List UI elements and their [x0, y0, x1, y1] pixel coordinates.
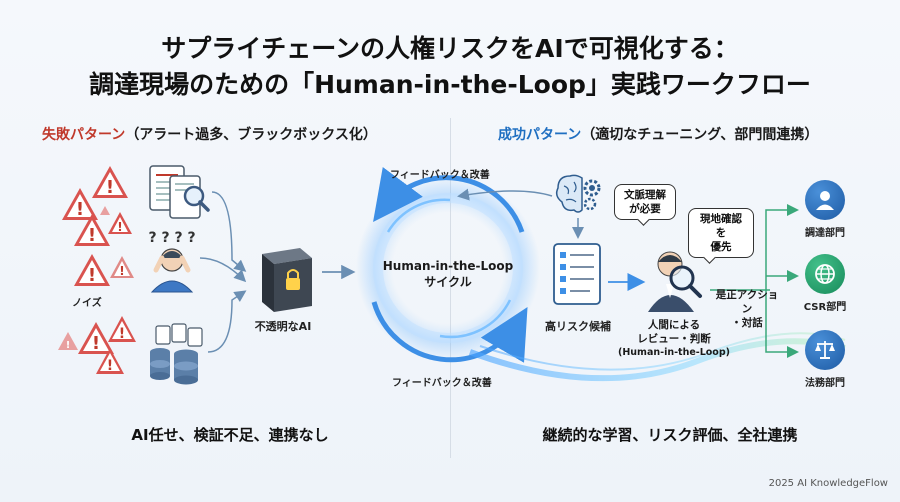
question-marks-text: ? ? ? ? — [148, 230, 195, 246]
person-icon — [805, 180, 845, 220]
dept-procurement: 調達部門 — [800, 180, 850, 239]
success-summary: 継続的な学習、リスク評価、全社連携 — [542, 426, 798, 444]
bubble-context-line-2: が必要 — [629, 203, 661, 215]
title-line-2: 調達現場のための「Human-in-the-Loop」実践ワークフロー — [89, 70, 811, 99]
opaque-ai-box-icon — [262, 248, 312, 312]
globe-icon — [805, 254, 845, 294]
bubble-site-visit: 現地確認を 優先 — [688, 208, 754, 258]
svg-text:!: ! — [107, 358, 113, 374]
opaque-ai-label: 不透明なAI — [254, 320, 312, 333]
review-line-2: レビュー・判断 — [637, 333, 711, 345]
cycle-line-1: Human-in-the-Loop — [382, 259, 514, 273]
svg-text:!: ! — [117, 220, 122, 234]
action-line-2: ・対話 — [731, 317, 763, 329]
dept-legal: 法務部門 — [800, 330, 850, 389]
confused-person-icon: ? ? ? ? — [148, 230, 196, 293]
bubble-site-line-2: 優先 — [710, 241, 732, 253]
svg-text:!: ! — [119, 264, 124, 278]
review-line-1: 人間による — [647, 319, 701, 331]
svg-text:!: ! — [76, 199, 84, 220]
svg-text:!: ! — [92, 333, 100, 354]
dept-csr: CSR部門 — [800, 254, 850, 313]
svg-text:!: ! — [106, 177, 114, 198]
feedback-bottom-label: フィードバック＆改善 — [392, 378, 492, 389]
footer-credit: 2025 AI KnowledgeFlow — [768, 478, 888, 489]
review-label: 人間による レビュー・判断 (Human-in-the-Loop) — [614, 318, 734, 360]
fail-heading-rest: （アラート過多、ブラックボックス化） — [125, 127, 377, 143]
feedback-top-label: フィードバック＆改善 — [390, 170, 490, 181]
svg-text:!: ! — [66, 340, 71, 351]
svg-text:!: ! — [119, 326, 125, 342]
cycle-arrow-bottom — [371, 301, 528, 363]
corrective-action-label: 是正アクション ・対話 — [712, 288, 782, 330]
title-line-1: サプライチェーンの人権リスクをAIで可視化する： — [161, 34, 739, 63]
database-documents-icon — [150, 323, 203, 385]
fail-heading-key: 失敗パターン — [42, 127, 126, 143]
cycle-line-2: サイクル — [424, 275, 472, 289]
svg-text:!: ! — [88, 265, 96, 286]
flow-swoosh — [468, 338, 846, 382]
human-reviewer-icon — [648, 251, 702, 312]
action-line-1: 是正アクション — [715, 289, 779, 315]
noise-label: ノイズ — [72, 298, 102, 309]
review-line-3: (Human-in-the-Loop) — [618, 347, 730, 358]
fail-summary: AI任せ、検証不足、連携なし — [131, 426, 329, 444]
warning-triangles-icon: ! ! ! ! ! ! ! ! ! ! — [58, 166, 136, 374]
cycle-center-label: Human-in-the-Loop サイクル — [378, 258, 518, 290]
risk-checklist-icon — [553, 243, 601, 305]
scales-icon — [805, 330, 845, 370]
svg-text:!: ! — [88, 225, 96, 246]
bubble-context-line-1: 文脈理解 — [624, 189, 666, 201]
high-risk-label: 高リスク候補 — [545, 320, 611, 333]
fail-heading: 失敗パターン（アラート過多、ブラックボックス化） — [42, 124, 377, 144]
success-heading-rest: （適切なチューニング、部門間連携） — [581, 127, 819, 143]
dept-legal-label: 法務部門 — [805, 378, 845, 389]
bubble-context-needed: 文脈理解 が必要 — [614, 184, 676, 220]
success-heading-key: 成功パターン — [498, 127, 582, 143]
cycle-arrow-top — [373, 166, 525, 233]
documents-magnifier-icon — [149, 165, 210, 219]
success-heading: 成功パターン（適切なチューニング、部門間連携） — [498, 124, 818, 144]
brain-gears-icon — [555, 174, 601, 213]
dept-procurement-label: 調達部門 — [805, 228, 845, 239]
dept-csr-label: CSR部門 — [803, 302, 847, 313]
bubble-site-line-1: 現地確認を — [700, 213, 742, 239]
